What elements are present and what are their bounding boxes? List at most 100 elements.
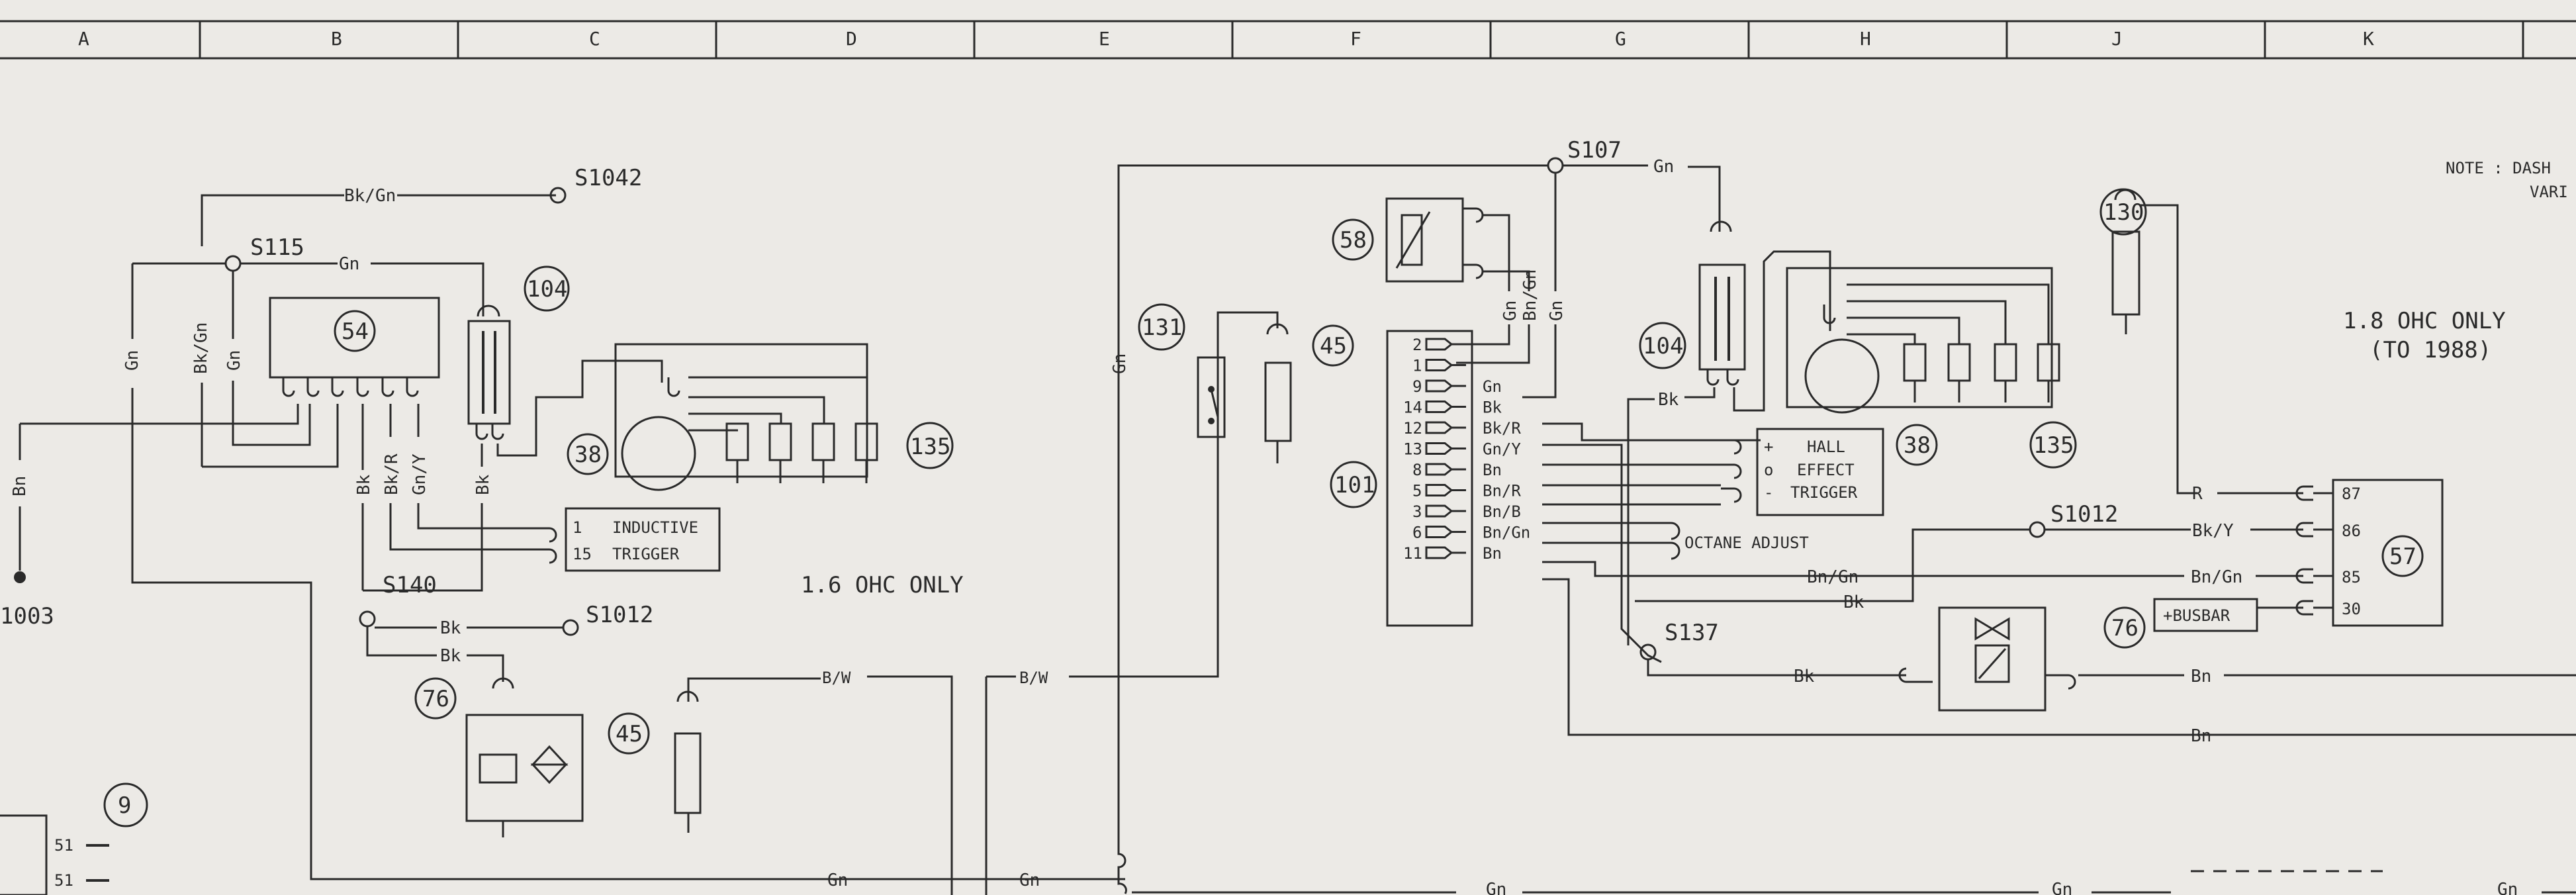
connector-101-terminal	[1425, 442, 1466, 455]
coil-104-right	[1698, 263, 1746, 371]
connector-101-terminal	[1425, 359, 1466, 371]
wire-bn-gn-mid: Bn/Gn	[1807, 567, 1859, 587]
label-1-8-ohc-line-2: (TO 1988)	[2369, 337, 2491, 363]
component-135-left: 135	[910, 434, 950, 460]
busbar-box	[2153, 598, 2258, 632]
hall-minus: -	[1764, 483, 1773, 502]
pin-51-a: 51	[54, 836, 73, 855]
component-38-left: 38	[575, 442, 602, 468]
hall-o: o	[1764, 461, 1773, 479]
component-76-left: 76	[422, 686, 449, 712]
relay-pin-30: 30	[2342, 600, 2361, 618]
splice-s140: S140	[383, 572, 437, 598]
connector-101-pin-3: 3	[1412, 502, 1422, 521]
octane-adjust: OCTANE ADJUST	[1684, 534, 1809, 552]
grid-col-f: F	[1350, 28, 1361, 50]
wire-bk-gn-vert: Bk/Gn	[191, 322, 211, 374]
component-57: 57	[2389, 543, 2416, 570]
component-135-right: 135	[2033, 432, 2074, 459]
wire-bw-left: B/W	[822, 669, 851, 687]
grid-col-e: E	[1099, 28, 1110, 50]
module-54-pins	[282, 377, 419, 397]
connector-101-terminal	[1425, 463, 1466, 476]
connector-101-wire-label: Bn	[1483, 544, 1502, 563]
wire-bk-104r: Bk	[1658, 390, 1679, 410]
component-58: 58	[1340, 227, 1367, 254]
hall-line-2: EFFECT	[1797, 461, 1855, 479]
inductive-line-2: TRIGGER	[612, 545, 680, 563]
connector-101-pin-6: 6	[1412, 524, 1422, 542]
connector-101-terminal	[1425, 338, 1466, 351]
left-section: Bk/Gn S1042 S115 Gn Gn Bk/Gn Gn Bn 1003 …	[0, 165, 1125, 895]
connector-101-pin-14: 14	[1403, 399, 1422, 417]
module-54	[269, 297, 440, 379]
wire-gn-s107: Gn	[1653, 157, 1674, 177]
hall-line-1: HALL	[1807, 438, 1845, 456]
hall-effect-trigger-box	[1756, 428, 1884, 516]
component-38-right: 38	[1904, 432, 1931, 459]
wire-gn-vert: Gn	[122, 350, 142, 371]
label-1-8-ohc-line-1: 1.8 OHC ONLY	[2343, 308, 2506, 334]
wire-gn-bottom-mid2: Gn	[1486, 880, 1506, 895]
component-76-right: 76	[2111, 615, 2139, 641]
wire-bk-s140b: Bk	[440, 646, 461, 666]
wire-bk-104: Bk	[473, 474, 493, 495]
grid-col-k: K	[2363, 28, 2374, 50]
wire-gn-58b: Gn	[1547, 301, 1567, 321]
component-101: 101	[1334, 472, 1375, 498]
label-1-6-ohc: 1.6 OHC ONLY	[801, 572, 964, 598]
connector-101-terminal	[1425, 421, 1466, 434]
connector-101	[1386, 330, 1473, 627]
connector-101-wire-label: Bn	[1483, 461, 1502, 479]
component-9: 9	[118, 792, 131, 819]
sensor-58	[1385, 197, 1464, 283]
wire-gn-bottom-far: Gn	[2497, 880, 2518, 895]
hall-plus: +	[1764, 438, 1773, 456]
component-131: 131	[1142, 314, 1182, 341]
relay-pin-86: 86	[2342, 522, 2361, 540]
note-line-1: NOTE : DASH	[2446, 159, 2551, 177]
inductive-line-1: INDUCTIVE	[612, 518, 698, 537]
wire-bk-mid: Bk	[1843, 592, 1864, 612]
connector-101-wire-label: Bk/R	[1483, 419, 1521, 438]
inductive-trigger-box	[565, 507, 721, 572]
connector-101-wire-label: Bn/R	[1483, 482, 1521, 500]
solenoid-76-left	[465, 714, 584, 822]
pin-51-b: 51	[54, 871, 73, 890]
wire-bn-gn-58: Bn/Gn	[1520, 269, 1540, 321]
connector-101-pin-9: 9	[1412, 377, 1422, 396]
wire-gn-bottom-left: Gn	[827, 871, 848, 890]
wire-bk-gn-top: Bk/Gn	[344, 186, 396, 206]
splice-s115: S115	[250, 234, 304, 261]
connector-101-wire-label: Bn/B	[1483, 502, 1521, 521]
splice-s1042: S1042	[575, 165, 642, 191]
component-45-left: 45	[616, 721, 643, 747]
grid-col-h: H	[1860, 28, 1871, 50]
grid-col-j: J	[2111, 28, 2123, 50]
connector-101-wire-label: Gn	[1483, 377, 1502, 396]
relay-pin-87: 87	[2342, 485, 2361, 503]
component-130: 130	[2103, 199, 2144, 226]
relay-57	[2332, 479, 2444, 627]
splice-s137: S137	[1665, 620, 1719, 646]
connector-101-pin-8: 8	[1412, 461, 1422, 479]
wire-bk-s137: Bk	[1794, 667, 1815, 686]
connector-101-terminal	[1425, 379, 1466, 393]
splice-s1012-left: S1012	[586, 602, 653, 628]
connector-101-wire-label: Bk	[1483, 399, 1502, 417]
splice-s140-node	[359, 610, 376, 628]
wire-bn-gn-57: Bn/Gn	[2191, 567, 2242, 587]
grid-col-a: A	[78, 28, 89, 50]
spark-plugs-right	[1903, 343, 2060, 402]
grid-col-b: B	[331, 28, 342, 50]
wire-bk-s140: Bk	[440, 618, 461, 638]
component-54: 54	[342, 318, 369, 345]
note-line-2: VARI	[2530, 183, 2568, 201]
solenoid-76-right	[1938, 606, 2047, 712]
wire-bk-y-57: Bk/Y	[2192, 521, 2234, 541]
inductive-pin-1: 1	[573, 518, 582, 537]
wire-r-57: R	[2192, 484, 2203, 504]
connector-101-pin-13: 13	[1403, 440, 1422, 459]
splice-s107: S107	[1567, 137, 1622, 164]
